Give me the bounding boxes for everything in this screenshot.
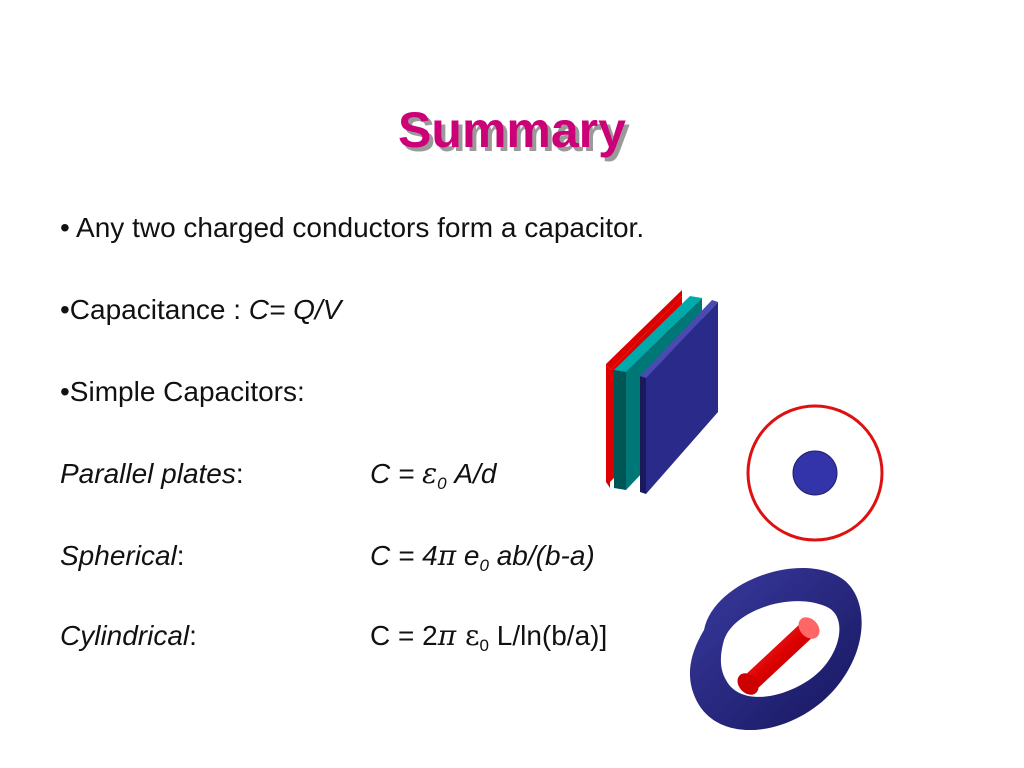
red-plate-side — [606, 290, 682, 370]
slide-title: Summary — [398, 102, 626, 158]
capacitance-label: •Capacitance : — [60, 294, 249, 325]
spherical-capacitor-illustration — [746, 404, 884, 542]
spherical-e: e — [456, 540, 480, 571]
pi-symbol: π — [437, 539, 457, 572]
spherical-lhs: C = 4 — [370, 540, 438, 571]
cylindrical-rhs: L/ln(b/a)] — [488, 620, 608, 651]
cylindrical-formula: C = 2π ε0 L/ln(b/a)] — [370, 618, 607, 654]
subscript-zero: 0 — [479, 556, 489, 575]
inner-sphere — [792, 450, 838, 496]
spherical-rhs: ab/(b-a) — [488, 540, 595, 571]
cylindrical-lhs: C = 2 — [370, 620, 438, 651]
capacitance-formula: C= Q/V — [248, 294, 342, 325]
parallel-plate-capacitor-illustration — [606, 290, 718, 494]
cylindrical-name: Cylindrical — [60, 620, 190, 651]
parallel-plates-name: Parallel plates — [60, 458, 236, 489]
bullet-simple-capacitors: •Simple Capacitors: — [60, 376, 305, 407]
parallel-rhs: A/d — [446, 458, 497, 489]
outer-sphere — [746, 404, 884, 542]
bullet-conductors: • Any two charged conductors form a capa… — [60, 212, 645, 243]
blue-plate-top — [640, 300, 718, 378]
pi-symbol: π — [437, 619, 457, 652]
epsilon-symbol: ε — [422, 457, 438, 490]
blue-plate-face — [646, 302, 718, 494]
bullet-capacitance: •Capacitance : C= Q/V — [60, 292, 341, 328]
spherical-name: Spherical — [60, 540, 177, 571]
inner-cylinder-rod — [737, 617, 820, 695]
cylindrical-capacitor-illustration — [689, 568, 862, 731]
blue-plate-front — [640, 376, 646, 494]
subscript-zero: 0 — [479, 636, 489, 655]
subscript-zero: 0 — [437, 474, 447, 493]
outer-cylinder-shell — [689, 568, 862, 731]
spherical-colon: : — [176, 540, 185, 571]
epsilon-symbol: ε — [456, 619, 480, 652]
red-plate-front — [606, 364, 610, 488]
cylindrical-colon: : — [189, 620, 197, 651]
parallel-plates-formula: C = ε0 A/d — [370, 456, 496, 492]
parallel-plates-colon: : — [235, 458, 244, 489]
teal-plate-top — [614, 296, 702, 372]
spherical-formula: C = 4π e0 ab/(b-a) — [370, 538, 595, 574]
cylindrical-label: Cylindrical: — [60, 618, 197, 654]
parallel-plates-label: Parallel plates: — [60, 456, 244, 492]
teal-plate-front — [614, 370, 626, 490]
parallel-lhs: C = — [370, 458, 423, 489]
spherical-label: Spherical: — [60, 538, 185, 574]
